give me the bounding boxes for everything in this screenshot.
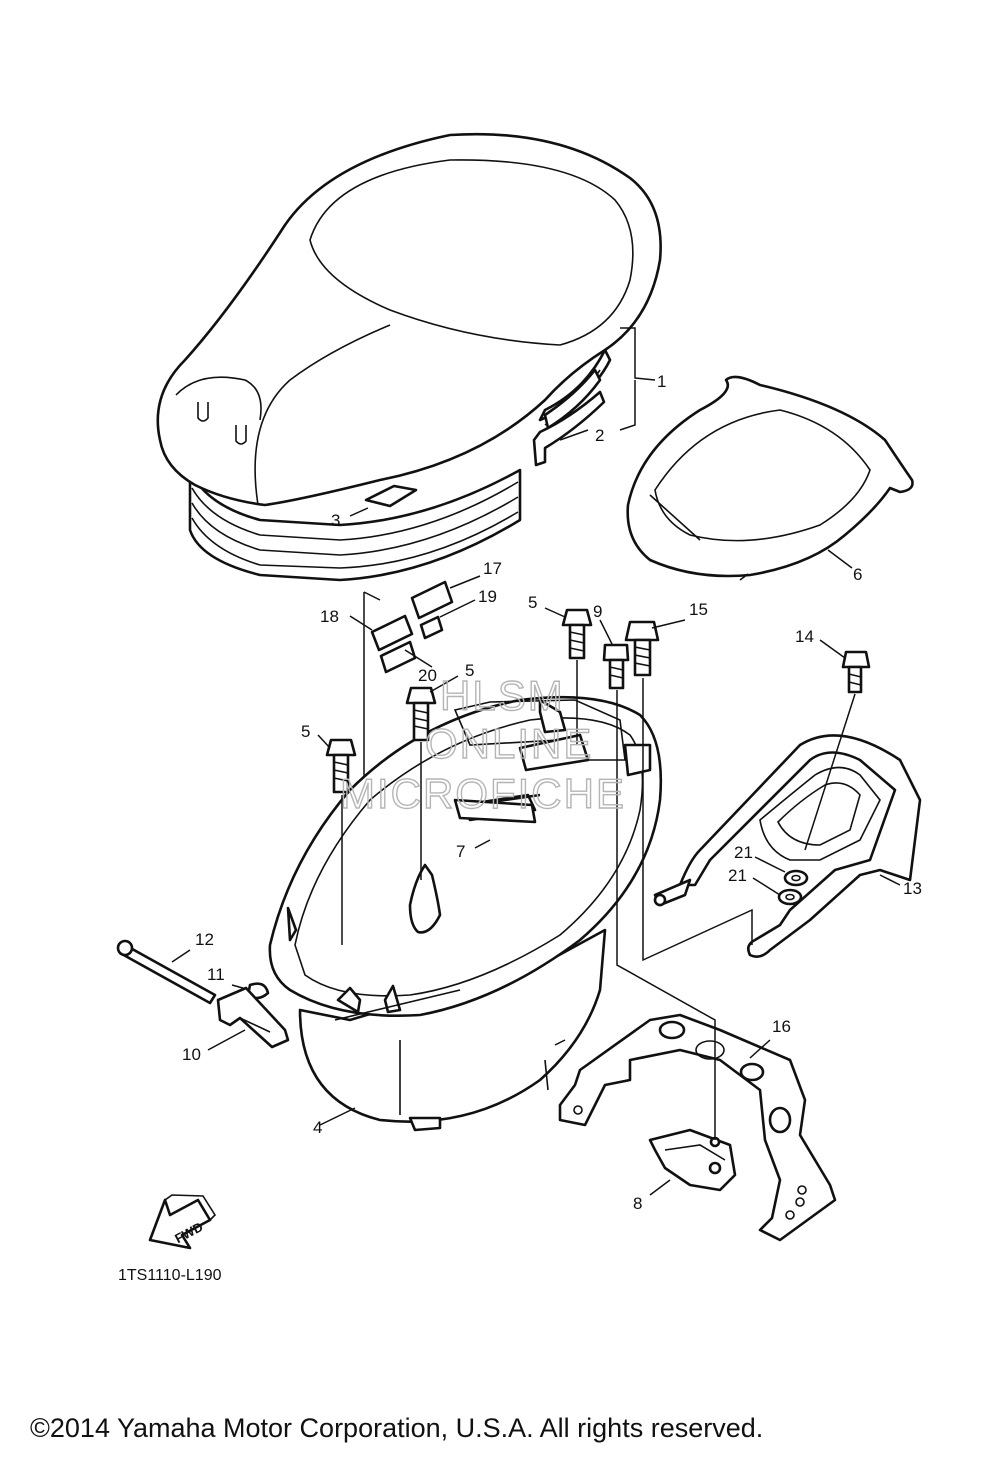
bolt-15 bbox=[624, 620, 660, 677]
storage-box bbox=[268, 695, 663, 1132]
bolt-5-middle bbox=[405, 686, 437, 742]
callout-10: 10 bbox=[182, 1045, 201, 1064]
watermark-line-2: ONLINE bbox=[425, 720, 593, 767]
seat-assembly bbox=[156, 132, 662, 582]
bolt-9 bbox=[602, 643, 630, 690]
bolt-14 bbox=[841, 650, 871, 694]
callout-11: 11 bbox=[207, 965, 225, 984]
callout-8: 8 bbox=[633, 1194, 642, 1213]
callout-5-top: 5 bbox=[528, 593, 537, 612]
watermark-line-1: HLSM bbox=[440, 672, 565, 719]
callout-13: 13 bbox=[903, 879, 922, 898]
callout-21-top: 21 bbox=[734, 843, 753, 862]
diagram-code: 1TS1110-L190 bbox=[118, 1267, 222, 1284]
labels-group bbox=[363, 580, 454, 840]
callout-21-bottom: 21 bbox=[728, 866, 747, 885]
callout-18: 18 bbox=[320, 607, 339, 626]
callout-leaders bbox=[171, 327, 901, 1196]
callout-7: 7 bbox=[456, 842, 465, 861]
copyright-footer: ©2014 Yamaha Motor Corporation, U.S.A. A… bbox=[30, 1413, 763, 1443]
callout-5-middle: 5 bbox=[465, 661, 474, 680]
callout-14: 14 bbox=[795, 627, 814, 646]
rear-carrier bbox=[653, 734, 922, 958]
fasteners bbox=[325, 608, 871, 906]
assembly-lines bbox=[341, 660, 856, 1140]
callout-9: 9 bbox=[593, 602, 602, 621]
seat-plate bbox=[626, 375, 914, 581]
hinge-parts bbox=[116, 939, 290, 1049]
callout-17: 17 bbox=[483, 559, 502, 578]
callout-12: 12 bbox=[195, 930, 214, 949]
watermark-line-3: MICROFICHE bbox=[340, 770, 626, 817]
callout-15: 15 bbox=[689, 600, 708, 619]
callout-16: 16 bbox=[772, 1017, 791, 1036]
washer-21-top bbox=[783, 869, 809, 887]
callout-6: 6 bbox=[853, 565, 862, 584]
callout-4: 4 bbox=[313, 1118, 322, 1137]
callout-3: 3 bbox=[331, 511, 340, 530]
watermark: HLSM ONLINE MICROFICHE bbox=[339, 671, 626, 817]
callout-20: 20 bbox=[418, 666, 437, 685]
bolt-5-top bbox=[561, 608, 593, 660]
bolt-5-left bbox=[325, 738, 357, 794]
callout-2: 2 bbox=[595, 426, 604, 445]
lock-bracket bbox=[558, 1013, 837, 1242]
callout-1: 1 bbox=[657, 372, 666, 391]
callout-19: 19 bbox=[478, 587, 497, 606]
washer-21-bottom bbox=[777, 888, 803, 906]
seat-lock bbox=[648, 1128, 737, 1192]
fwd-arrow: FWD bbox=[148, 1194, 217, 1250]
callout-numbers: 1 2 3 4 5 5 5 6 7 8 9 10 11 12 13 14 15 … bbox=[182, 372, 922, 1213]
callout-5-left: 5 bbox=[301, 722, 310, 741]
